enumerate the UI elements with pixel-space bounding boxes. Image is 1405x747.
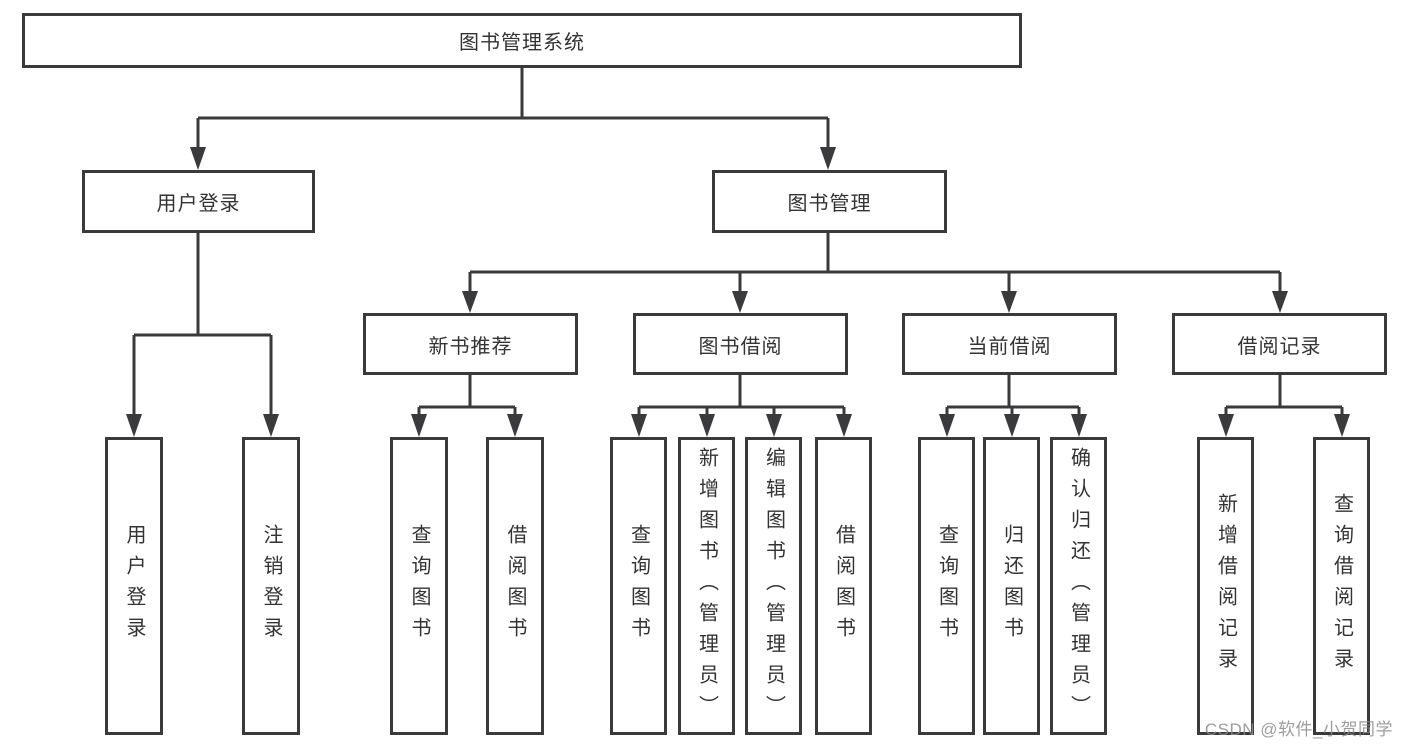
leaf-borrow-query-book-label: 查询图书 xyxy=(627,524,650,648)
edge-borrow-record-to-leaves xyxy=(1218,375,1350,437)
node-current-borrow-label: 当前借阅 xyxy=(967,335,1052,358)
node-borrow-record-label: 借阅记录 xyxy=(1237,335,1322,358)
leaf-user-login: 用户登录 xyxy=(105,437,163,735)
leaf-add-book-admin: 新增图书（管理员） xyxy=(678,437,735,735)
leaf-borrow-query-book: 查询图书 xyxy=(610,437,667,735)
leaf-current-query-book-label: 查询图书 xyxy=(935,524,958,648)
edge-book-mgmt-to-level3 xyxy=(462,233,1288,313)
node-book-borrow-label: 图书借阅 xyxy=(698,335,783,358)
leaf-add-borrow-record-label: 新增借阅记录 xyxy=(1214,493,1237,679)
node-book-management-label: 图书管理 xyxy=(787,193,872,215)
leaf-add-borrow-record: 新增借阅记录 xyxy=(1197,437,1254,735)
leaf-edit-book-admin: 编辑图书（管理员） xyxy=(745,437,802,735)
leaf-recommend-query-book-label: 查询图书 xyxy=(408,524,430,648)
edge-root-to-level2 xyxy=(190,68,836,170)
node-book-management: 图书管理 xyxy=(712,170,947,233)
edge-user-login-to-leaves xyxy=(126,233,279,437)
leaf-add-book-admin-label: 新增图书（管理员） xyxy=(695,446,718,726)
node-new-book-recommend-label: 新书推荐 xyxy=(428,335,513,358)
leaf-recommend-query-book: 查询图书 xyxy=(390,437,448,735)
leaf-query-borrow-record: 查询借阅记录 xyxy=(1313,437,1370,735)
node-borrow-record: 借阅记录 xyxy=(1172,313,1387,375)
leaf-current-query-book: 查询图书 xyxy=(918,437,975,735)
leaf-user-login-label: 用户登录 xyxy=(123,524,145,648)
edge-new-book-to-leaves xyxy=(411,375,523,437)
leaf-confirm-return-admin-label: 确认归还（管理员） xyxy=(1067,446,1090,726)
node-book-borrow: 图书借阅 xyxy=(633,313,848,375)
leaf-borrow-book-label: 借阅图书 xyxy=(832,524,855,648)
csdn-watermark: CSDN @软件_小贺同学 xyxy=(1204,720,1393,739)
node-new-book-recommend: 新书推荐 xyxy=(363,313,578,375)
node-root-label: 图书管理系统 xyxy=(459,32,585,54)
leaf-recommend-borrow-book: 借阅图书 xyxy=(486,437,544,735)
leaf-borrow-book: 借阅图书 xyxy=(815,437,872,735)
node-user-login-label: 用户登录 xyxy=(156,193,241,215)
node-root-library-system: 图书管理系统 xyxy=(22,13,1022,68)
leaf-recommend-borrow-book-label: 借阅图书 xyxy=(504,524,526,648)
edge-book-borrow-to-leaves xyxy=(631,375,852,437)
node-current-borrow: 当前借阅 xyxy=(902,313,1117,375)
leaf-edit-book-admin-label: 编辑图书（管理员） xyxy=(762,446,785,726)
leaf-return-book: 归还图书 xyxy=(983,437,1040,735)
node-user-login: 用户登录 xyxy=(82,170,315,233)
leaf-logout: 注销登录 xyxy=(242,437,300,735)
leaf-return-book-label: 归还图书 xyxy=(1000,524,1023,648)
edge-current-borrow-to-leaves xyxy=(939,375,1087,437)
leaf-confirm-return-admin: 确认归还（管理员） xyxy=(1050,437,1107,735)
leaf-query-borrow-record-label: 查询借阅记录 xyxy=(1330,493,1353,679)
leaf-logout-label: 注销登录 xyxy=(260,524,282,648)
